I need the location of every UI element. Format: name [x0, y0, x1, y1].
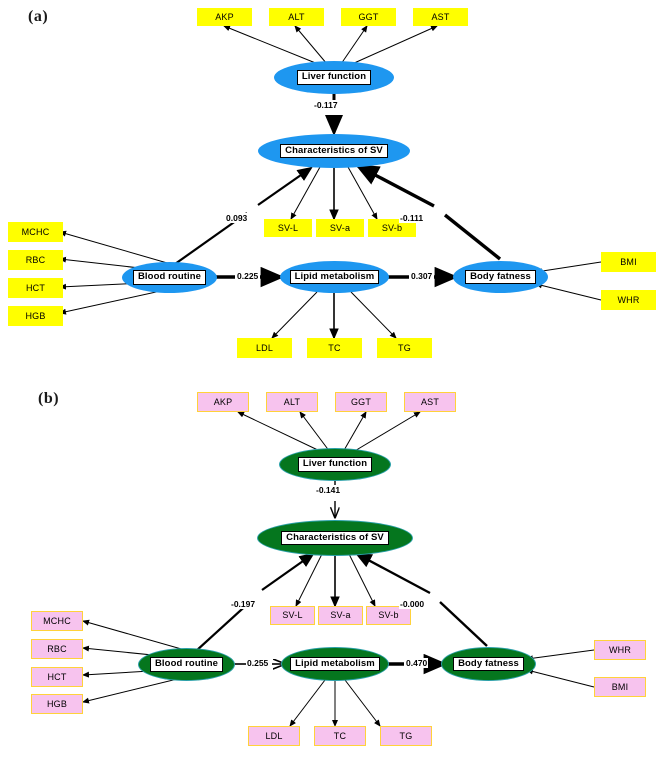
latent-body-fatness: Body fatness: [453, 261, 548, 293]
panel-a-connectors: [59, 25, 602, 340]
indicator-box-alt: ALT: [266, 392, 318, 412]
coef-lipid-to-fat: 0.307: [410, 271, 434, 281]
indicator-box-rbc: RBC: [8, 250, 63, 270]
indicator-box-mchc: MCHC: [31, 611, 83, 631]
latent-liver-function: Liver function: [280, 449, 390, 480]
coef-lipid-to-fat: 0.470: [405, 658, 429, 668]
latent-lipid-metabolism: Lipid metabolism: [280, 261, 389, 293]
indicator-box-sv-b: SV-b: [368, 219, 416, 237]
latent-liver-function: Liver function: [274, 61, 394, 94]
coef-liver-to-sv: -0.117: [313, 100, 339, 110]
latent-characteristics-of-sv-label: Characteristics of SV: [281, 530, 389, 546]
panel-a-label: (a): [28, 8, 49, 25]
indicator-box-ast: AST: [404, 392, 456, 412]
panel-b-connectors: [82, 411, 595, 727]
indicator-box-sv-a: SV-a: [316, 219, 364, 237]
coef-blood-to-lipid: 0.255: [246, 658, 270, 668]
latent-characteristics-of-sv-label: Characteristics of SV: [280, 143, 388, 159]
latent-characteristics-of-sv: Characteristics of SV: [258, 134, 410, 168]
indicator-box-sv-l: SV-L: [264, 219, 312, 237]
latent-body-fatness: Body fatness: [442, 648, 535, 680]
latent-blood-routine: Blood routine: [122, 262, 217, 293]
indicator-box-alt: ALT: [269, 8, 324, 26]
indicator-box-tg: TG: [380, 726, 432, 746]
coef-blood-to-sv: 0.093: [225, 213, 249, 223]
indicator-box-sv-a: SV-a: [318, 606, 363, 625]
coef-fat-to-sv: -0.111: [399, 213, 425, 223]
indicator-box-bmi: BMI: [594, 677, 646, 697]
indicator-box-tc: TC: [307, 338, 362, 358]
indicator-box-hct: HCT: [8, 278, 63, 298]
latent-blood-routine-label: Blood routine: [149, 657, 224, 672]
latent-body-fatness-label: Body fatness: [453, 656, 524, 672]
latent-blood-routine-label: Blood routine: [132, 270, 207, 285]
latent-lipid-metabolism: Lipid metabolism: [282, 648, 388, 680]
latent-characteristics-of-sv: Characteristics of SV: [258, 521, 412, 555]
indicator-box-rbc: RBC: [31, 639, 83, 659]
coef-fat-to-sv: -0.000: [399, 599, 426, 609]
panel-a: (a): [0, 0, 669, 378]
indicator-box-sv-l: SV-L: [270, 606, 315, 625]
indicator-box-ggt: GGT: [335, 392, 387, 412]
indicator-box-tg: TG: [377, 338, 432, 358]
latent-body-fatness-label: Body fatness: [465, 269, 536, 285]
indicator-box-hgb: HGB: [31, 694, 83, 714]
coef-blood-to-lipid: 0.225: [236, 271, 260, 281]
latent-lipid-metabolism-label: Lipid metabolism: [290, 656, 380, 672]
indicator-box-bmi: BMI: [601, 252, 656, 272]
indicator-box-akp: AKP: [197, 392, 249, 412]
indicator-box-tc: TC: [314, 726, 366, 746]
panel-b: (b): [0, 378, 669, 778]
indicator-box-mchc: MCHC: [8, 222, 63, 242]
indicator-box-akp: AKP: [197, 8, 252, 26]
indicator-box-sv-b: SV-b: [366, 606, 411, 625]
indicator-box-ldl: LDL: [248, 726, 300, 746]
indicator-box-whr: WHR: [601, 290, 656, 310]
indicator-box-hct: HCT: [31, 667, 83, 687]
latent-lipid-metabolism-label: Lipid metabolism: [289, 269, 380, 285]
indicator-box-hgb: HGB: [8, 306, 63, 326]
indicator-box-whr: WHR: [594, 640, 646, 660]
coef-blood-to-sv: -0.197: [230, 599, 257, 609]
panel-b-label: (b): [38, 390, 60, 407]
indicator-box-ldl: LDL: [237, 338, 292, 358]
indicator-box-ggt: GGT: [341, 8, 396, 26]
latent-liver-function-label: Liver function: [296, 70, 372, 85]
latent-blood-routine: Blood routine: [139, 649, 234, 680]
coef-liver-to-sv: -0.141: [315, 485, 342, 495]
latent-liver-function-label: Liver function: [297, 457, 373, 472]
indicator-box-ast: AST: [413, 8, 468, 26]
